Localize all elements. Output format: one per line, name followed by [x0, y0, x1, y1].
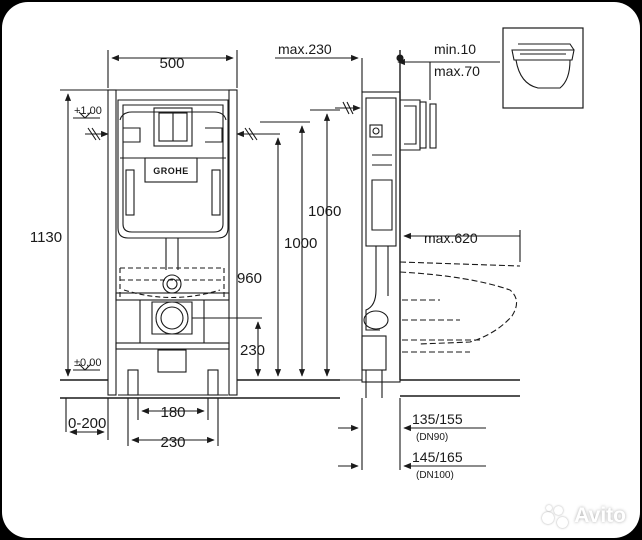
- cistern: [117, 99, 229, 239]
- dim-top-offset: max.230: [278, 41, 332, 57]
- grohe-logo-text: GROHE: [153, 166, 189, 176]
- avito-logo-icon: [540, 504, 570, 528]
- dim-foot-180: 180: [160, 404, 185, 421]
- dim-h960: 960: [237, 270, 262, 287]
- side-dimensions: [275, 54, 521, 470]
- dim-floor-offset: 0-200: [68, 415, 106, 432]
- front-dimensions: [60, 50, 340, 446]
- dim-bowl-depth: max.620: [424, 230, 478, 246]
- dim-adjust-min: min.10: [434, 41, 476, 57]
- flush-plate-opening: [153, 107, 193, 147]
- dim-adjust-max: max.70: [434, 63, 480, 79]
- avito-watermark-text: Avito: [574, 504, 626, 527]
- dim-pipe-90-dn: (DN90): [416, 432, 448, 443]
- toilet-icon-box: [502, 27, 584, 109]
- dim-h230: 230: [240, 342, 265, 359]
- dim-h1000: 1000: [284, 235, 317, 252]
- dim-h1060: 1060: [308, 203, 341, 220]
- dim-frame-height: 1130: [30, 229, 62, 246]
- frame-left-post: [107, 89, 117, 396]
- side-view: [335, 50, 521, 398]
- dim-pipe-100-dn: (DN100): [416, 470, 454, 481]
- frame-right-post: [228, 89, 238, 396]
- dim-level-zero: ±0,00: [74, 357, 101, 369]
- dim-top-width: 500: [159, 55, 184, 72]
- dim-pipe-100: 145/165: [412, 449, 463, 465]
- front-view: [60, 89, 340, 399]
- grohe-logo-plate: [144, 157, 198, 183]
- avito-watermark: Avito: [540, 504, 626, 528]
- dim-pipe-90: 135/155: [412, 411, 463, 427]
- dim-level-plus: +1,00: [74, 105, 102, 117]
- dim-foot-230: 230: [160, 434, 185, 451]
